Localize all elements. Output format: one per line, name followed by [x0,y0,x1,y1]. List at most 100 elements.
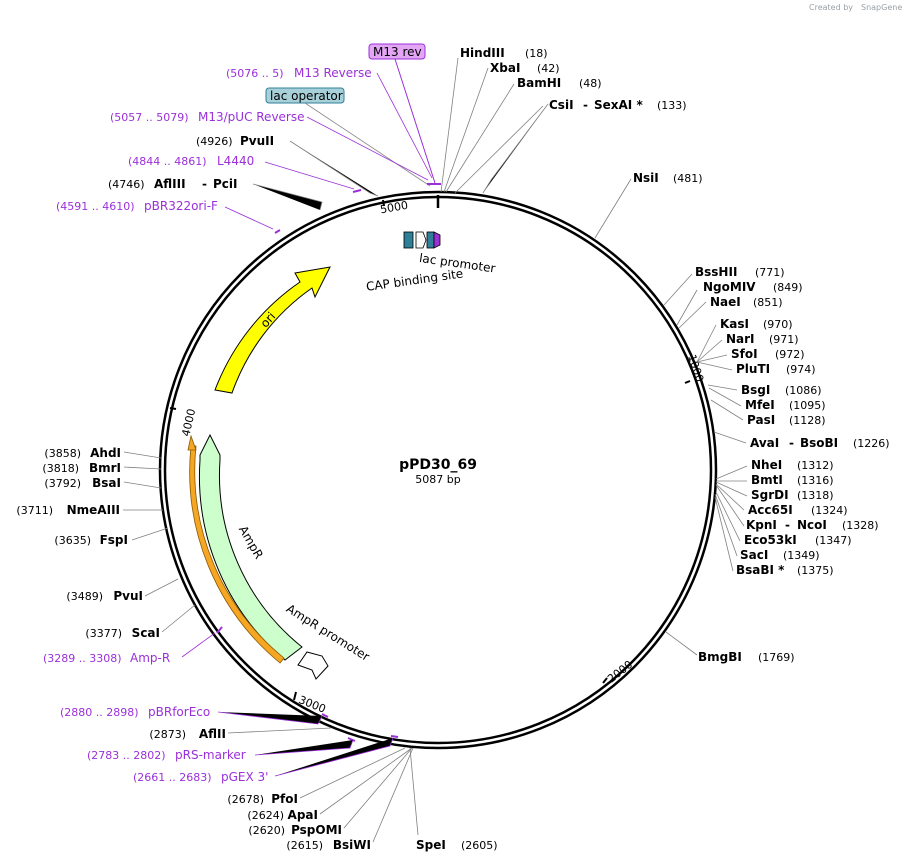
enzyme-position: (1375) [797,564,834,577]
enzyme-position: (18) [525,47,548,60]
ori-feature[interactable] [214,266,331,394]
enzyme-position: (48) [579,77,602,90]
enzyme-name[interactable]: NmeAIII [67,503,120,517]
tick-mark-3000 [293,691,297,701]
enzyme-position: (2624) [247,809,284,822]
enzyme-position: (1328) [842,519,879,532]
enzyme-name[interactable]: ScaI [132,626,160,640]
enzyme-position: (133) [657,99,687,112]
ampr-promoter-feature[interactable] [297,651,329,680]
primer-name[interactable]: pBR322ori-F [144,199,218,213]
enzyme-name[interactable]: BmgBI [698,650,742,664]
primer-name[interactable]: Amp-R [130,651,170,665]
enzyme-position: (4746) [108,178,145,191]
enzyme-name[interactable]: NarI [726,332,755,346]
enzyme-name[interactable]: SpeI [416,838,446,852]
enzyme-position: (1086) [785,384,822,397]
enzyme-name[interactable]: AflIII [154,177,186,191]
enzyme-name[interactable]: BmrI [89,461,121,475]
enzyme-name[interactable]: Acc65I [748,503,793,517]
tick-mark-1000 [684,380,691,384]
primer-range: (2880 .. 2898) [60,706,139,719]
cap-binding-site-feature[interactable] [403,231,414,249]
snapgene-logo-text: SnapGene [861,3,902,12]
primer-name[interactable]: M13/pUC Reverse [198,110,305,124]
primer-range: (2783 .. 2802) [87,749,166,762]
primer-name[interactable]: pBRforEco [148,705,210,719]
enzyme-position: (3818) [42,462,79,475]
enzyme-name[interactable]: XbaI [490,61,520,75]
enzyme-position: (3711) [16,504,53,517]
enzyme-name[interactable]: KasI [720,317,749,331]
enzyme-name[interactable]: HindIII [460,46,505,60]
enzyme-name-secondary[interactable]: BsoBI [800,436,838,450]
enzyme-position: (2605) [461,839,498,852]
primer-arc-prs-marker [347,737,356,742]
lac-operator-label: lac operator [270,89,343,103]
tick-mark-4000 [169,407,177,410]
enzyme-name[interactable]: CsiI [549,98,574,112]
enzyme-name[interactable]: BmtI [751,473,783,487]
primer-name[interactable]: pRS-marker [175,748,246,762]
enzyme-name-secondary[interactable]: PciI [213,177,238,191]
enzyme-name[interactable]: PluTI [736,362,770,376]
enzyme-name[interactable]: ApaI [288,808,318,822]
enzyme-name[interactable]: BsaI [92,476,121,490]
enzyme-name[interactable]: FspI [100,533,128,547]
primer-arc-pbr322ori-f [274,229,281,234]
enzyme-name[interactable]: PasI [747,413,775,427]
enzyme-name[interactable]: BsaBI * [736,563,785,577]
primer-arc-amp-r [216,626,223,634]
tick-mark-5000 [382,199,385,207]
enzyme-name[interactable]: AflII [199,727,226,741]
enzyme-position: (2678) [227,793,264,806]
m13-rev-label-box[interactable] [368,43,426,60]
primer-arc-pbrforeco [321,713,329,718]
lac-promoter-feature[interactable] [415,231,427,249]
primer-name[interactable]: L4440 [217,154,254,168]
enzyme-name[interactable]: AvaI [750,436,779,450]
enzyme-name[interactable]: Eco53kI [744,533,797,547]
enzyme-name[interactable]: KpnI [746,518,777,532]
primer-name[interactable]: pGEX 3' [221,770,268,784]
lac-operator-feature[interactable] [426,231,435,249]
enzyme-name[interactable]: SacI [740,548,768,562]
primer-arc-l4440 [352,189,362,193]
enzyme-position: (1347) [815,534,852,547]
enzyme-name[interactable]: PfoI [271,792,298,806]
primer-name[interactable]: M13 Reverse [294,66,372,80]
tick-mark-2000 [602,677,608,684]
ampr-feature[interactable] [198,433,303,661]
enzyme-name[interactable]: BssHII [695,265,737,279]
enzyme-position: (1318) [797,489,834,502]
enzyme-name[interactable]: PvuII [240,134,274,148]
primer-arc-pgex-3 [390,735,399,738]
enzyme-name[interactable]: BsgI [741,383,770,397]
enzyme-position: (2620) [248,824,285,837]
m13-rev-feature[interactable] [433,231,441,249]
enzyme-name[interactable]: BamHI [517,76,561,90]
enzyme-name[interactable]: PvuI [113,589,143,603]
enzyme-name[interactable]: SgrDI [751,488,789,502]
ampr-orf-feature[interactable] [189,445,285,664]
enzyme-name[interactable]: BsiWI [333,838,371,852]
enzyme-name[interactable]: NgoMIV [703,280,756,294]
enzyme-name-secondary[interactable]: SexAI * [594,98,643,112]
enzyme-name-secondary[interactable]: NcoI [797,518,827,532]
enzyme-position: (2615) [286,839,323,852]
enzyme-name[interactable]: NsiI [633,171,659,185]
tick-label-5000: 5000 [379,199,409,217]
enzyme-name[interactable]: SfoI [731,347,758,361]
enzyme-name[interactable]: AhdI [90,446,121,460]
enzyme-name[interactable]: PspOMI [291,823,342,837]
enzyme-position: (849) [773,281,803,294]
m13-rev-label: M13 rev [373,45,422,59]
ampr-orf-arrowhead [187,434,197,451]
primer-range: (5057 .. 5079) [110,111,189,124]
created-by-text: Created by [809,3,853,12]
enzyme-name[interactable]: NaeI [710,295,741,309]
enzyme-name[interactable]: MfeI [745,398,775,412]
enzyme-position: (3858) [44,447,81,460]
enzyme-name[interactable]: NheI [751,458,782,472]
